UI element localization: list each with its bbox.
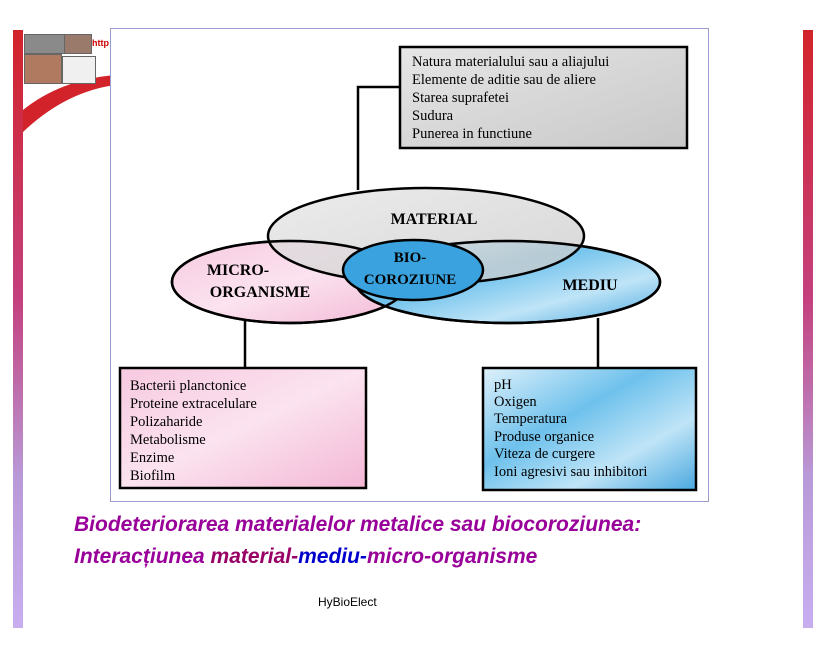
material-label: MATERIAL [391, 211, 478, 228]
logo-thumbnail-3 [24, 54, 62, 84]
material-factor-item: Starea suprafetei [412, 90, 509, 106]
material-factor-item: Punerea in functiune [412, 126, 532, 142]
caption-mediu: mediu- [298, 545, 367, 568]
connector-material [356, 85, 400, 190]
micro-factor-item: Enzime [130, 450, 174, 466]
mediu-factor-item: Oxigen [494, 394, 537, 410]
mediu-factor-item: Temperatura [494, 411, 568, 427]
micro-label-1: MICRO- [207, 262, 269, 279]
mediu-factors-box [481, 366, 698, 492]
logo-thumbnail-2 [64, 34, 92, 54]
micro-factor-item: Bacterii planctonice [130, 378, 246, 394]
logo-thumbnail-4 [62, 56, 96, 84]
mediu-label: MEDIU [562, 277, 618, 294]
mediu-factor-item: Produse organice [494, 429, 594, 445]
caption-material: material- [210, 545, 299, 568]
mediu-factor-item: Ioni agresivi sau inhibitori [494, 464, 647, 480]
material-factor-item: Natura materialului sau a aliajului [412, 54, 609, 70]
corner-decoration [23, 75, 115, 132]
right-accent-bar [803, 30, 813, 628]
bio-label-2: COROZIUNE [364, 272, 457, 288]
left-accent-bar [13, 30, 23, 628]
micro-factor-item: Proteine extracelulare [130, 396, 257, 412]
caption-prefix: Interacțiunea [74, 545, 211, 568]
micro-label-2: ORGANISME [210, 284, 310, 301]
footer-label: HyBioElect [318, 595, 377, 609]
micro-factor-item: Metabolisme [130, 432, 206, 448]
material-factor-item: Elemente de aditie sau de aliere [412, 72, 596, 88]
mediu-factor-item: Viteza de curgere [494, 446, 595, 462]
material-factors-box [398, 45, 689, 150]
bio-label-1: BIO- [394, 250, 427, 266]
caption-micro: micro-organisme [366, 545, 538, 568]
url-fragment: http [92, 38, 109, 48]
micro-factors-box [118, 366, 368, 490]
caption-line-2: Interacțiunea material-mediu-micro-organ… [74, 545, 537, 569]
mediu-factor-item: pH [494, 377, 512, 393]
bio-ellipse [341, 238, 485, 302]
material-factor-item: Sudura [412, 108, 454, 124]
micro-factor-item: Polizaharide [130, 414, 202, 430]
micro-factor-item: Biofilm [130, 468, 176, 484]
caption-line-1: Biodeteriorarea materialelor metalice sa… [74, 513, 642, 536]
